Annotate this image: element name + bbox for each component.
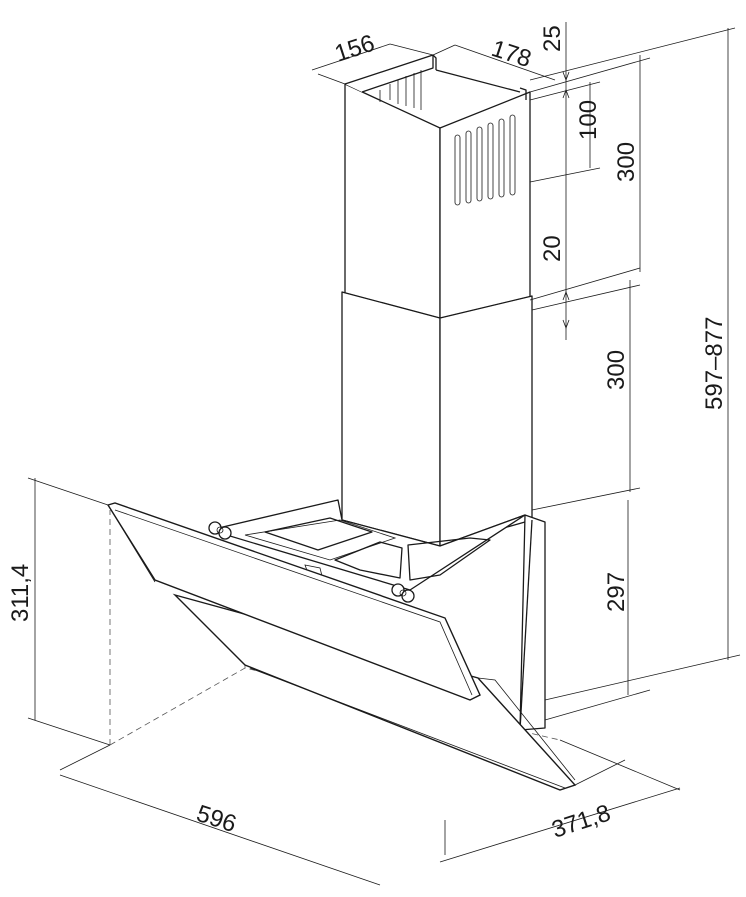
hinge-left [208,521,232,540]
dim-297: 297 [603,572,630,612]
dim-300-upper: 300 [613,142,640,182]
dimension-lines [27,22,741,886]
dim-371-8: 371,8 [549,799,614,843]
lower-glass-panel [172,593,577,791]
dim-178: 178 [488,35,534,73]
dim-311-4: 311,4 [7,564,34,622]
upper-chimney [344,54,531,323]
side-vent-slots [454,114,516,206]
dim-25: 25 [539,25,566,52]
dim-156: 156 [332,30,378,68]
dim-597-877: 597–877 [701,317,728,410]
front-glass-panel [106,502,481,701]
dim-300-lower: 300 [603,350,630,390]
dim-20: 20 [539,235,566,262]
dim-596: 596 [193,800,239,838]
dim-100: 100 [575,100,602,140]
lower-chimney [341,291,533,547]
rear-vent-slots [379,70,422,110]
hinge-right [391,583,415,603]
